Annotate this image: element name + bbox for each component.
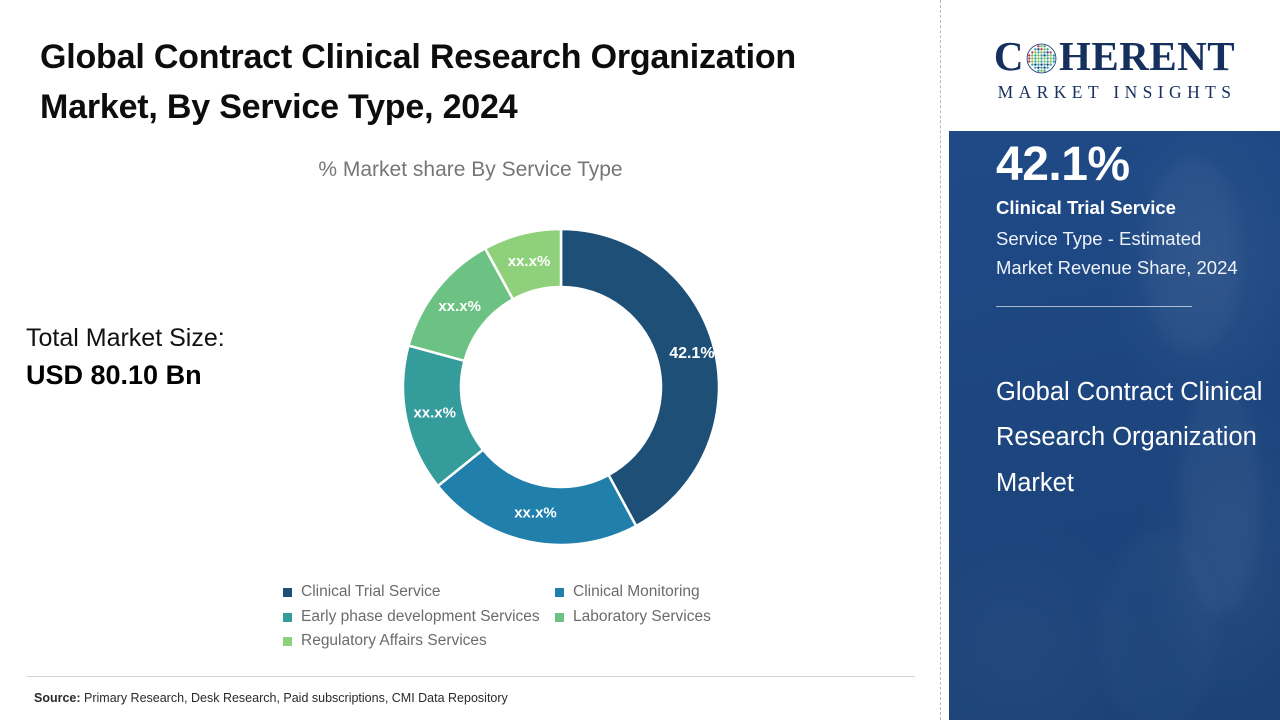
sidebar-panel-body xyxy=(949,131,1280,720)
highlight-stat-block: 42.1% Clinical Trial Service Service Typ… xyxy=(996,140,1258,307)
brand-logo[interactable]: C HERENT MARKET INSIGHTS xyxy=(949,8,1280,130)
stat-divider xyxy=(996,305,1192,307)
source-divider xyxy=(27,676,915,677)
donut-slices xyxy=(401,227,721,547)
stat-description: Service Type - Estimated Market Revenue … xyxy=(996,227,1238,278)
page-title: Global Contract Clinical Research Organi… xyxy=(40,38,796,127)
legend-swatch-icon xyxy=(283,588,292,598)
source-label: Source: xyxy=(34,691,81,705)
logo-letter-c: C xyxy=(993,32,1024,79)
legend-label: Laboratory Services xyxy=(573,607,711,625)
legend-swatch-icon xyxy=(555,612,564,622)
legend-item[interactable]: Laboratory Services xyxy=(555,607,751,625)
logo-wordmark-rest: HERENT xyxy=(1058,32,1236,79)
globe-dots-icon xyxy=(1026,43,1057,73)
legend-row: Regulatory Affairs Services xyxy=(283,633,753,649)
chart-subtitle: % Market share By Service Type xyxy=(318,158,623,181)
donut-slice-labels: 42.1% xx.x% xx.x% xx.x% xx.x% xyxy=(413,253,714,521)
sidebar-market-name: Global Contract Clinical Research Organi… xyxy=(996,378,1263,497)
donut-slice xyxy=(483,227,563,301)
legend-row: Early phase development Services Laborato… xyxy=(283,607,753,625)
legend-swatch-icon xyxy=(283,637,292,647)
stat-percentage: 42.1% xyxy=(996,138,1130,191)
donut-slice xyxy=(436,447,638,547)
logo-wordmark: C HERENT xyxy=(993,32,1236,79)
legend-swatch-icon xyxy=(555,588,564,598)
legend-item[interactable]: Clinical Trial Service xyxy=(283,584,555,600)
right-sidebar: C HERENT MARKET INSIGHTS 42.1% Clinical … xyxy=(949,0,1280,720)
source-text: Primary Research, Desk Research, Paid su… xyxy=(80,691,508,705)
donut-slice-label: xx.x% xyxy=(508,253,551,270)
total-market-size-label: Total Market Size: xyxy=(26,324,225,352)
legend-label: Regulatory Affairs Services xyxy=(301,632,487,649)
legend-item[interactable]: Regulatory Affairs Services xyxy=(283,633,555,649)
legend-label: Early phase development Services xyxy=(301,607,540,625)
legend-label: Clinical Trial Service xyxy=(301,583,441,600)
source-note: Source: Primary Research, Desk Research,… xyxy=(34,691,508,705)
legend-row: Clinical Trial Service Clinical Monitorin… xyxy=(283,584,753,600)
legend-swatch-icon xyxy=(283,612,292,622)
donut-chart: 42.1% xx.x% xx.x% xx.x% xx.x% xyxy=(401,227,721,547)
logo-tagline: MARKET INSIGHTS xyxy=(997,81,1237,102)
decorative-shape xyxy=(1099,531,1219,720)
donut-slice-label: 42.1% xyxy=(669,345,714,362)
total-market-size-block: Total Market Size: USD 80.10 Bn xyxy=(26,322,326,395)
legend-label: Clinical Monitoring xyxy=(573,583,700,600)
chart-legend: Clinical Trial Service Clinical Monitorin… xyxy=(283,584,753,658)
left-content-panel: Global Contract Clinical Research Organi… xyxy=(26,0,941,720)
donut-chart-svg: 42.1% xx.x% xx.x% xx.x% xx.x% xyxy=(401,227,721,547)
total-market-size-value: USD 80.10 Bn xyxy=(26,359,202,390)
legend-item[interactable]: Early phase development Services xyxy=(283,607,555,625)
donut-slice-label: xx.x% xyxy=(438,298,481,315)
stat-segment-name: Clinical Trial Service xyxy=(996,196,1176,218)
donut-slice-label: xx.x% xyxy=(413,404,456,421)
donut-slice-label: xx.x% xyxy=(514,504,557,521)
legend-item[interactable]: Clinical Monitoring xyxy=(555,584,751,600)
donut-slice xyxy=(559,227,721,528)
